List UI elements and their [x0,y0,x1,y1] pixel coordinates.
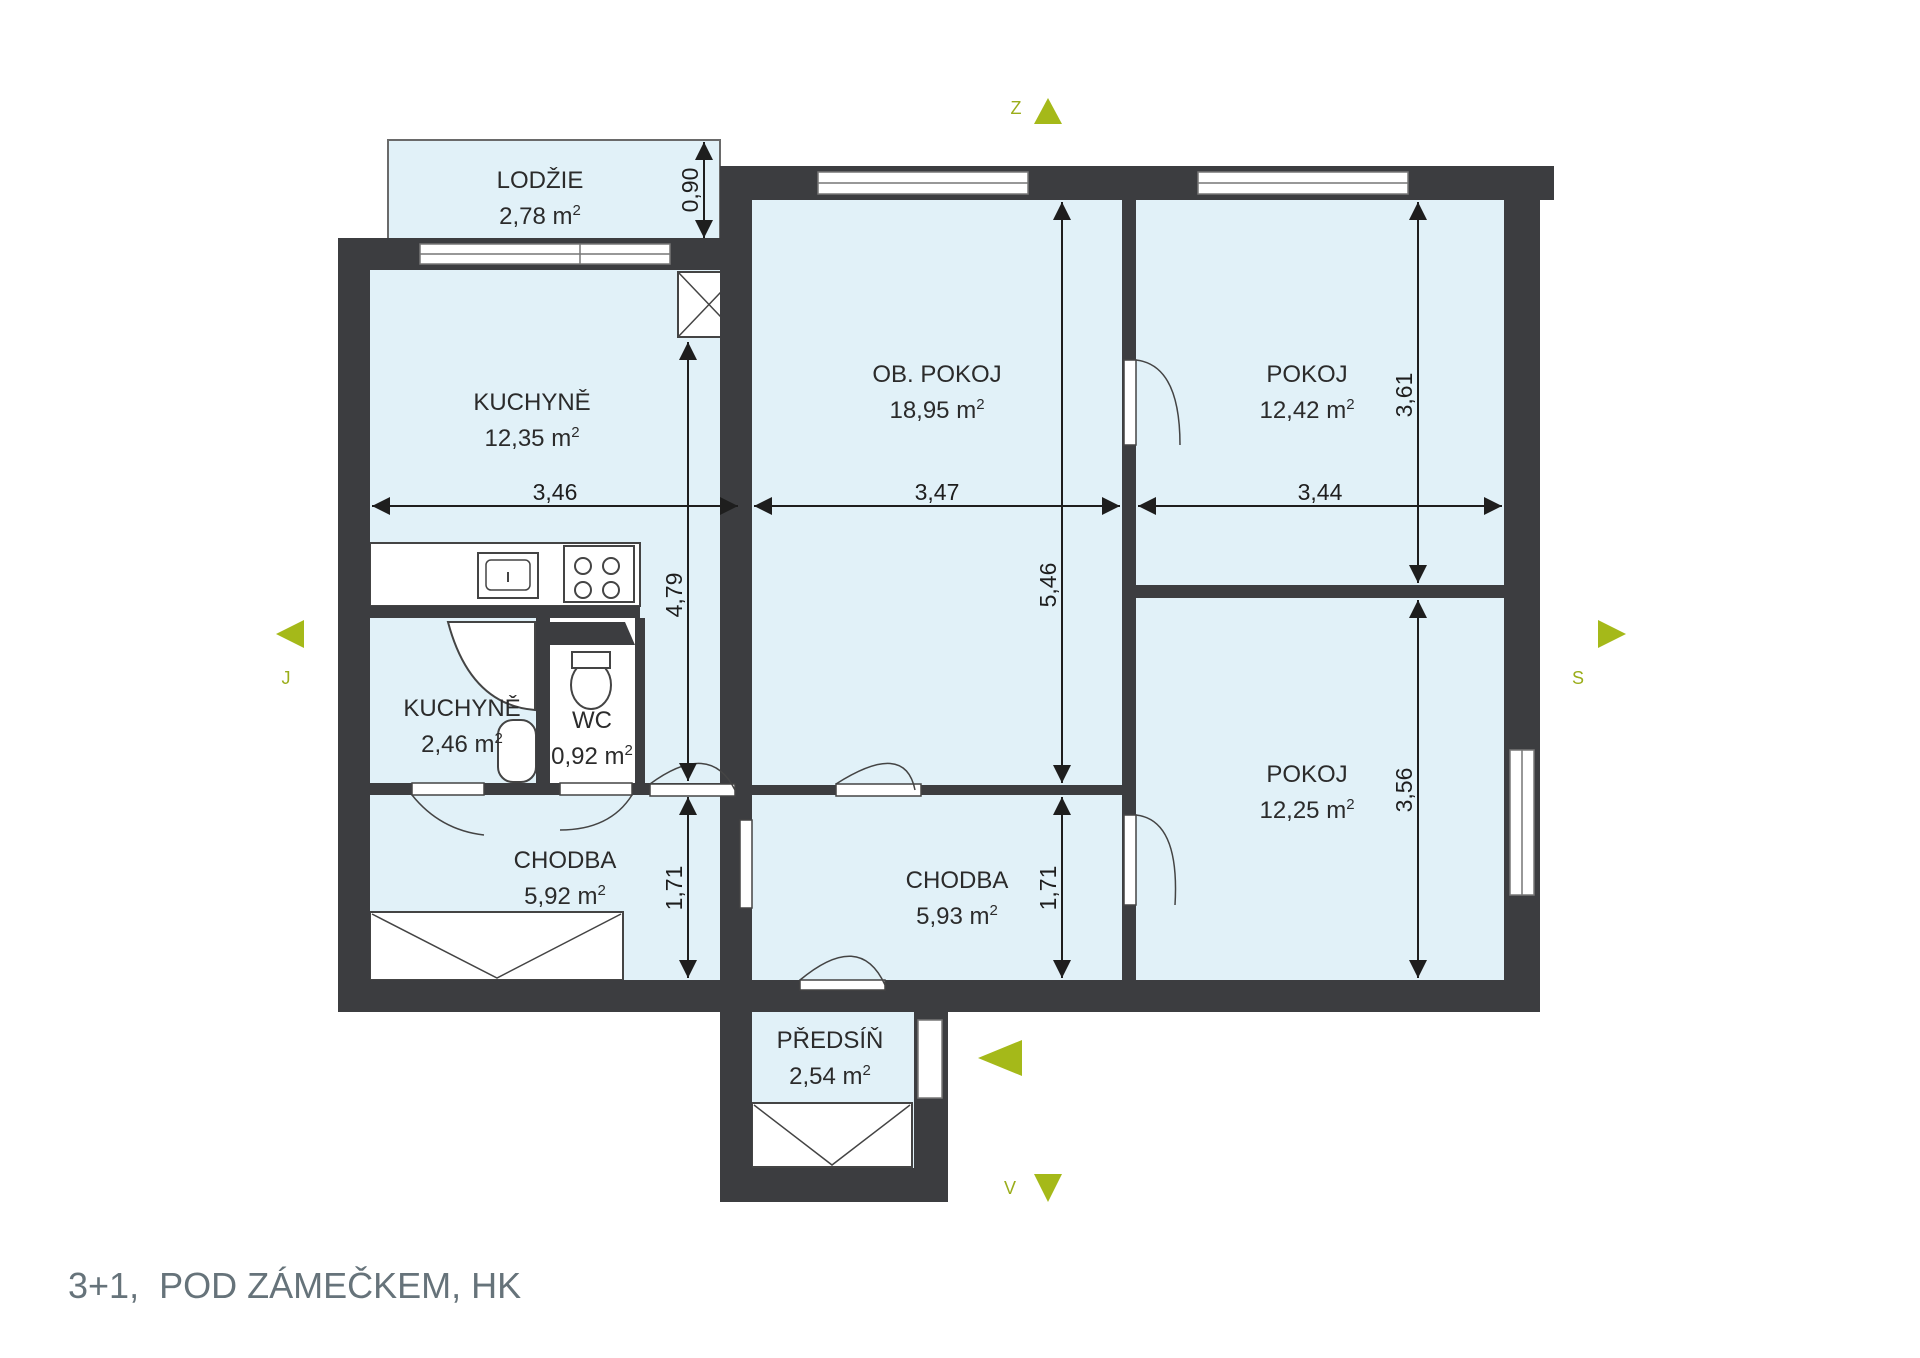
compass-north-label: Z [1011,98,1022,118]
compass-south-label: V [1004,1178,1016,1198]
label-wc-area: 0,92 m2 [551,742,633,770]
kitchen-counter [369,542,641,607]
label-ob-pokoj-name: OB. POKOJ [872,361,1001,388]
dim-kuchyne-length: 4,79 [661,573,687,618]
label-kuchyne-name: KUCHYNĚ [473,389,590,416]
dimension-lines [372,142,1502,978]
label-lodzie-area: 2,78 m2 [499,202,581,230]
east-arrow-icon [1598,620,1626,648]
label-predsin-area: 2,54 m2 [789,1062,871,1090]
compass: Z V J S [276,98,1626,1202]
bathroom-fixtures [446,621,635,783]
floor-pokoj-2 [1136,598,1504,980]
label-pokoj-1-name: POKOJ [1266,361,1347,388]
dim-kuchyne-width: 3,46 [533,479,578,505]
plan-title: 3+1, POD ZÁMEČKEM, HK [68,1265,522,1306]
label-chodba-1-name: CHODBA [514,847,617,874]
label-ob-pokoj-area: 18,95 m2 [889,396,984,424]
floor-lodzie [387,139,721,241]
label-chodba-1-area: 5,92 m2 [524,882,606,910]
label-wc-name: WC [572,707,612,734]
label-lodzie-name: LODŽIE [497,167,584,194]
label-chodba-2-area: 5,93 m2 [916,902,998,930]
stove-icon [563,545,635,603]
label-pokoj-1-area: 12,42 m2 [1259,396,1354,424]
dim-pokoj-width: 3,44 [1298,479,1343,505]
compass-west-label: J [282,668,291,688]
label-chodba-2-name: CHODBA [906,867,1009,894]
dim-ob-pokoj-width: 3,47 [915,479,960,505]
label-koupelna-name: KUCHYNĚ [403,695,520,722]
dim-pokoj-1-length: 3,61 [1391,373,1417,418]
dim-chodba-2-depth: 1,71 [1035,866,1061,911]
wardrobes [369,911,913,1168]
floor-pokoj-1 [1136,200,1504,585]
label-koupelna-area: 2,46 m2 [421,730,503,758]
west-arrow-icon [276,620,304,648]
compass-east-label: S [1572,668,1584,688]
dim-lodzie-depth: 0,90 [677,168,703,213]
north-arrow-icon [1034,98,1062,124]
label-pokoj-2-area: 12,25 m2 [1259,796,1354,824]
washbasin-icon [497,719,537,783]
dim-ob-pokoj-length: 5,46 [1035,563,1061,608]
label-kuchyne-area: 12,35 m2 [484,424,579,452]
walls [338,166,1554,1202]
dim-pokoj-2-length: 3,56 [1391,768,1417,813]
dim-chodba-1-depth: 1,71 [661,866,687,911]
windows [419,171,1535,1099]
doors [411,359,1181,991]
shower-icon [446,621,536,712]
label-pokoj-2-name: POKOJ [1266,761,1347,788]
south-arrow-icon [1034,1174,1062,1202]
entrance-arrow-icon [978,1040,1022,1076]
label-predsin-name: PŘEDSÍŇ [777,1027,884,1054]
room-labels: LODŽIE 2,78 m2 KUCHYNĚ 12,35 m2 OB. POKO… [403,167,1354,1090]
